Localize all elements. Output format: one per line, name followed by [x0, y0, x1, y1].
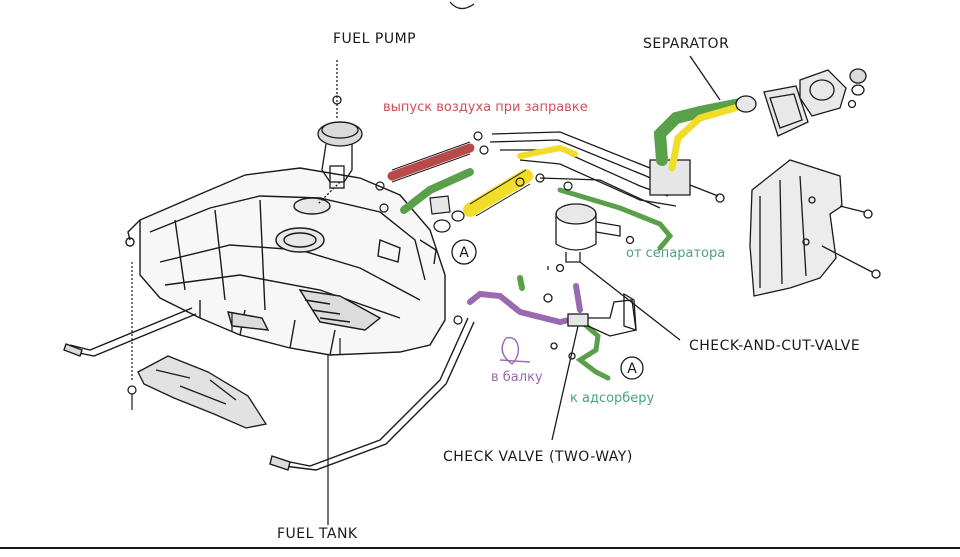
red-hose — [387, 141, 475, 183]
right-bracket-panel — [623, 159, 881, 331]
to-adsorber-annotation: к адсорберу — [570, 391, 655, 406]
check-valve-label: CHECK VALVE (TWO-WAY) — [443, 449, 633, 465]
check-valve-two-way — [543, 266, 637, 441]
separator-label: SEPARATOR — [643, 36, 730, 52]
to-beam-annotation: в балку — [491, 370, 543, 385]
fuel-pump-label: FUEL PUMP — [333, 31, 417, 47]
separator — [689, 55, 867, 137]
purple-hose — [467, 283, 583, 326]
heat-shield — [137, 355, 268, 429]
purple-arrow-mark — [499, 336, 531, 365]
ref-a-top-label: A — [459, 245, 469, 261]
fuel-pump — [317, 60, 363, 205]
check-and-cut-valve — [555, 203, 681, 341]
from-separator-annotation: от сепаратора — [626, 246, 726, 261]
ref-a-bottom: A — [620, 356, 644, 380]
ref-a-top: A — [451, 239, 477, 265]
check-and-cut-valve-label: CHECK-AND-CUT-VALVE — [689, 338, 861, 354]
ref-a-bottom-label: A — [627, 361, 637, 377]
fuel-tank-label: FUEL TANK — [277, 526, 358, 542]
green-hose — [400, 98, 746, 381]
hose-clips — [375, 131, 573, 233]
yellow-hose — [463, 102, 746, 217]
fuel-tank — [125, 167, 446, 356]
hose-bundle — [489, 131, 725, 209]
air-release-annotation: выпуск воздуха при заправке — [383, 100, 588, 115]
top-mark-icon — [449, 1, 475, 10]
tank-straps — [63, 307, 475, 471]
